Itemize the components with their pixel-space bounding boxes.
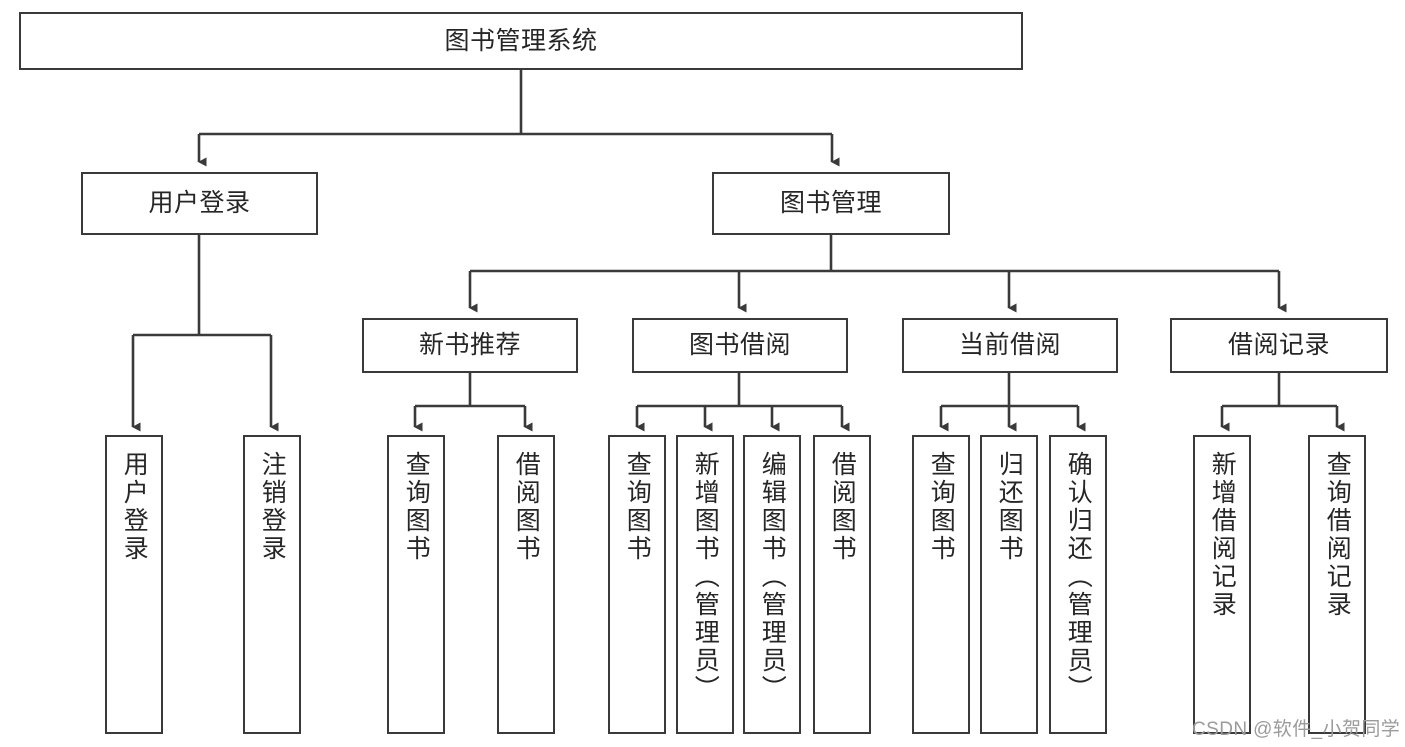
leaf-book-borrow-add[interactable]: 新增图书（管理员） (676, 435, 734, 734)
node-label: 查询图书 (402, 451, 431, 563)
leaf-current-borrow-confirm[interactable]: 确认归还（管理员） (1049, 435, 1107, 734)
node-label: 新增图书（管理员） (691, 451, 720, 703)
node-label: 查询图书 (927, 451, 956, 563)
node-label: 新书推荐 (418, 331, 521, 359)
node-label: 借阅图书 (828, 451, 857, 563)
node-root-system[interactable]: 图书管理系统 (19, 12, 1023, 70)
node-label: 查询借阅记录 (1323, 451, 1352, 619)
leaf-book-borrow-query[interactable]: 查询图书 (608, 435, 666, 734)
node-label: 借阅记录 (1227, 331, 1330, 359)
node-book-borrow[interactable]: 图书借阅 (632, 318, 848, 373)
node-label: 新增借阅记录 (1208, 451, 1237, 619)
node-label: 用户登录 (120, 451, 149, 563)
node-label: 用户登录 (148, 189, 251, 217)
node-label: 归还图书 (995, 451, 1024, 563)
node-current-borrow[interactable]: 当前借阅 (902, 318, 1118, 373)
node-label: 图书管理 (779, 189, 882, 217)
node-label: 注销登录 (258, 451, 287, 563)
leaf-user-login-signin[interactable]: 用户登录 (105, 435, 163, 734)
node-label: 当前借阅 (958, 331, 1061, 359)
leaf-current-borrow-return[interactable]: 归还图书 (980, 435, 1038, 734)
node-label: 图书借阅 (688, 331, 791, 359)
leaf-borrow-record-add[interactable]: 新增借阅记录 (1193, 435, 1251, 734)
leaf-borrow-record-query[interactable]: 查询借阅记录 (1308, 435, 1366, 734)
leaf-user-login-signout[interactable]: 注销登录 (243, 435, 301, 734)
leaf-new-book-borrow[interactable]: 借阅图书 (497, 435, 555, 734)
leaf-book-borrow-lend[interactable]: 借阅图书 (813, 435, 871, 734)
node-label: 确认归还（管理员） (1064, 451, 1093, 703)
leaf-book-borrow-edit[interactable]: 编辑图书（管理员） (743, 435, 801, 734)
leaf-current-borrow-query[interactable]: 查询图书 (912, 435, 970, 734)
node-borrow-record[interactable]: 借阅记录 (1170, 318, 1388, 373)
node-label: 编辑图书（管理员） (758, 451, 787, 703)
node-user-login[interactable]: 用户登录 (81, 172, 318, 235)
node-book-management[interactable]: 图书管理 (712, 172, 950, 235)
node-label: 查询图书 (623, 451, 652, 563)
csdn-watermark: CSDN @软件_小贺同学 (1192, 719, 1401, 740)
node-label: 图书管理系统 (444, 26, 598, 55)
node-new-book-recommend[interactable]: 新书推荐 (362, 318, 578, 373)
leaf-new-book-query[interactable]: 查询图书 (387, 435, 445, 734)
node-label: 借阅图书 (512, 451, 541, 563)
